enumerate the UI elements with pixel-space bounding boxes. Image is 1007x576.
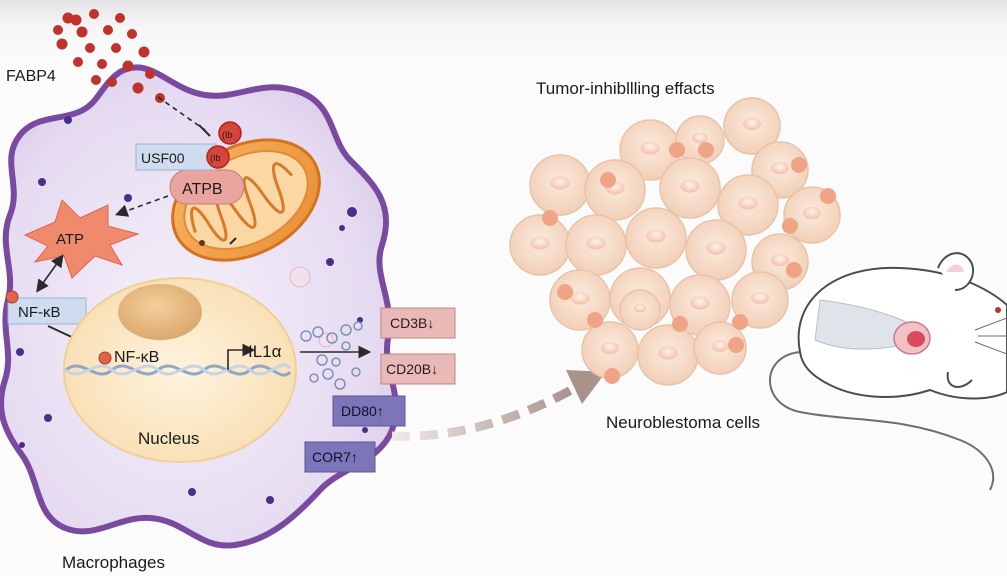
tumor-small-cell: [672, 316, 688, 332]
fabp4-particle: [97, 59, 107, 69]
nfkb-nuc-label: NF-κB: [114, 349, 159, 366]
fabp4-particle: [70, 14, 82, 26]
nucleus-label: Nucleus: [138, 429, 199, 448]
fabp4-particle: [132, 82, 144, 94]
tumor-cell-nucleus: [601, 341, 619, 355]
tumor-cell-nucleus: [550, 176, 570, 190]
atpb-label: ATPB: [182, 181, 223, 198]
fabp4-particle: [127, 29, 137, 39]
tumor-cell-nucleus: [658, 346, 678, 360]
tumor-cell-nucleus: [711, 340, 729, 352]
nfkb-cyto-box: [7, 297, 87, 325]
fabp4-label: FABP4: [6, 68, 56, 85]
nfkb-cyto-label: NF-κB: [18, 304, 61, 321]
marker-cd3b: CD3B↓: [380, 307, 456, 339]
tumor-cell-nucleus: [646, 229, 666, 243]
mouse-illustration: [769, 252, 1007, 491]
mito-small-arrow: [229, 237, 237, 245]
usf-marker: (Ib: [206, 145, 230, 169]
svg-text:DD80↑: DD80↑: [341, 403, 384, 419]
effect-arrow: [391, 370, 606, 441]
promoter-arrow: [227, 343, 256, 370]
marker-cor7: COR7↑: [304, 441, 376, 473]
svg-text:CD3B↓: CD3B↓: [390, 315, 434, 331]
tumor-cell-nucleus: [803, 206, 821, 220]
cytoplasm-light-vesicles: [289, 266, 334, 348]
tumor-small-cell: [791, 157, 807, 173]
marker-dd80: DD80↑: [332, 395, 406, 427]
fabp4-particle: [76, 26, 88, 38]
usf-label: USF00: [141, 150, 185, 166]
fabp4-particle: [56, 38, 68, 50]
tumor-small-cell: [786, 262, 802, 278]
tumor-cell-nucleus: [743, 117, 761, 131]
fabp4-particle: [145, 69, 155, 79]
atp-nfkb-arrow: [36, 254, 64, 293]
tumor-cell-nucleus: [706, 241, 726, 255]
tumor-cell-nucleus: [570, 291, 590, 305]
nfkb-nuc-dot: [98, 351, 112, 365]
fabp4-particle: [73, 57, 83, 67]
tumor-cell-nucleus: [633, 303, 647, 313]
fabp4-particle: [103, 25, 113, 35]
tumor-cell-nucleus: [692, 132, 708, 144]
svg-text:(Ib: (Ib: [210, 153, 221, 163]
tumor-small-cell: [600, 172, 616, 188]
tumor-small-cell: [820, 188, 836, 204]
tumor-small-cell: [669, 142, 685, 158]
neuroblastoma-cluster: [509, 97, 841, 386]
fabp4-particle: [53, 25, 63, 35]
tumor-cell-nucleus: [771, 253, 789, 267]
mito-dot: [199, 240, 205, 246]
tumor-cell-nucleus: [738, 196, 758, 210]
cytokine-vesicles: [300, 321, 363, 390]
nfkb-cyto-dot: [5, 290, 19, 304]
mito-marker: (Ib: [218, 121, 242, 145]
fabp4-particle: [89, 9, 99, 19]
svg-text:(Ib: (Ib: [222, 130, 233, 140]
tumor-cell-nucleus: [690, 296, 710, 310]
marker-cd20b: CD20B↓: [380, 353, 456, 385]
fabp4-particle: [122, 60, 134, 72]
fabp4-particle: [111, 43, 121, 53]
tumor-small-cell: [557, 284, 573, 300]
tumor-cell-nucleus: [640, 141, 660, 155]
tumor-small-cell: [732, 314, 748, 330]
il1-label: IL1α: [248, 342, 282, 361]
tumor-cell-nucleus: [680, 179, 700, 193]
tumor-cell-nucleus: [751, 291, 769, 305]
svg-text:CD20B↓: CD20B↓: [386, 361, 438, 377]
tumor-small-cell: [782, 218, 798, 234]
tumor-small-cell: [728, 337, 744, 353]
tumor-cell-nucleus: [771, 161, 789, 175]
fabp4-particles: [53, 9, 165, 103]
tumor-effects-label: Tumor-inhibl​lling effacts: [536, 79, 715, 98]
fabp4-particle: [91, 75, 101, 85]
tumor-small-cell: [542, 210, 558, 226]
nucleolus: [118, 284, 202, 340]
tumor-cell-nucleus: [586, 236, 606, 250]
macrophages-label: Macrophages: [62, 553, 165, 572]
fabp4-particle: [107, 77, 117, 87]
fabp4-inhibition-line: [157, 96, 206, 131]
fabp4-particle: [115, 13, 125, 23]
usf-box: [135, 143, 217, 171]
tumor-small-cell: [587, 312, 603, 328]
tumor-cell-nucleus: [530, 236, 550, 250]
fabp4-particle: [85, 43, 95, 53]
dna-helix: [65, 363, 292, 377]
fabp4-particle: [138, 46, 150, 58]
neuroblastoma-label: Neuroblestoma cells: [606, 413, 760, 432]
atp-label: ATP: [56, 231, 84, 248]
inhibition-bar: [198, 124, 211, 137]
svg-text:COR7↑: COR7↑: [312, 449, 358, 465]
tumor-small-cell: [698, 142, 714, 158]
tumor-small-cell: [604, 368, 620, 384]
